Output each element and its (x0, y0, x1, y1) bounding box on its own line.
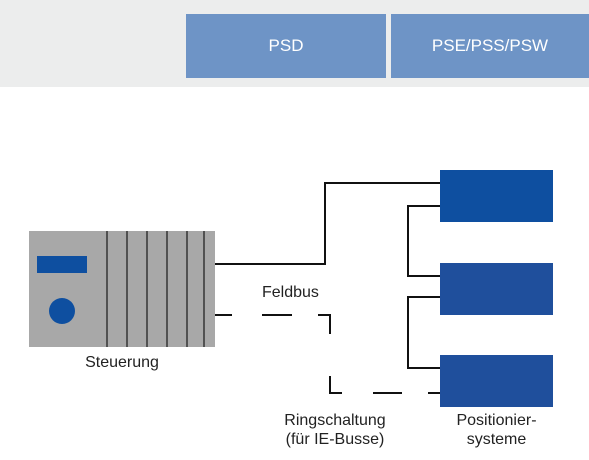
fieldbus-label: Feldbus (262, 284, 319, 301)
controller-label: Steuerung (85, 354, 159, 371)
controller-display (37, 256, 87, 273)
positioning-device-2 (440, 263, 553, 315)
controller-module-slots (106, 231, 205, 347)
positioning-device-3 (440, 355, 553, 407)
positioning-label-line2: systeme (466, 431, 527, 448)
controller-housing (29, 231, 215, 347)
fieldbus-line (215, 182, 440, 369)
ring-line (215, 314, 440, 394)
controller (29, 231, 215, 347)
positioning-label-line1: Positionier- (456, 412, 537, 429)
positioning-device-1 (440, 170, 553, 222)
controller-knob (49, 298, 75, 324)
ring-label-line2: (für IE-Busse) (285, 431, 385, 448)
tab-psd[interactable]: PSD (186, 14, 386, 78)
tab-pse-pss-psw[interactable]: PSE/PSS/PSW (391, 14, 589, 78)
ring-label-line1: Ringschaltung (284, 412, 386, 429)
